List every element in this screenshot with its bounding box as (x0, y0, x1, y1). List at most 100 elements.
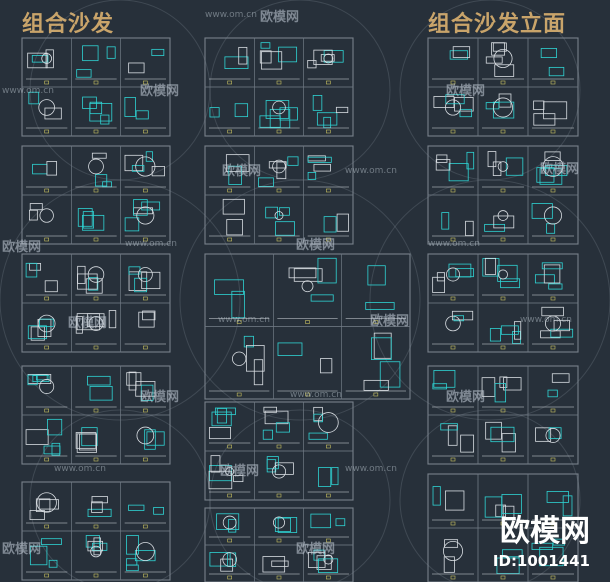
label-tag (236, 392, 242, 397)
table-shape (36, 492, 57, 513)
label-tag (227, 575, 232, 580)
furniture-shape (453, 315, 464, 322)
table-shape (88, 316, 104, 331)
furniture-shape (29, 510, 45, 521)
furniture-shape (131, 165, 145, 172)
furniture-shape (228, 518, 237, 533)
drawing-cell (120, 414, 171, 465)
label-tag (450, 296, 456, 301)
furniture-shape (275, 221, 295, 236)
furniture-shape (87, 508, 112, 517)
label-tag (500, 575, 506, 580)
label-tag (93, 408, 99, 413)
furniture-shape (323, 216, 337, 233)
table-shape (136, 426, 155, 445)
guide-circle (29, 409, 211, 582)
furniture-shape (140, 384, 154, 401)
label-tag (373, 320, 379, 324)
label-tag (326, 575, 331, 580)
furniture-shape (505, 157, 524, 176)
furniture-shape (224, 56, 249, 69)
furniture-shape (91, 496, 108, 504)
furniture-shape (35, 498, 51, 512)
right-sheet-title: 组合沙发立面 (428, 12, 567, 37)
furniture-shape (307, 172, 317, 180)
furniture-shape (432, 383, 447, 390)
table-shape (87, 266, 105, 283)
watermark-logo: 欧模网 (446, 84, 486, 99)
label-tag (305, 392, 310, 397)
furniture-shape (279, 207, 290, 216)
watermark-logo: 欧模网 (296, 542, 336, 557)
furniture-shape (260, 42, 271, 49)
furniture-shape (46, 161, 58, 176)
watermark-logo: 欧模网 (370, 314, 410, 329)
drawing-cell (303, 401, 354, 452)
furniture-shape (259, 115, 281, 128)
furniture-shape (445, 94, 465, 105)
furniture-shape (208, 470, 233, 490)
label-tag (143, 408, 148, 413)
label-tag (227, 80, 232, 85)
furniture-shape (445, 490, 465, 511)
drawing-cell (303, 544, 354, 582)
drawing-cell (21, 365, 72, 416)
furniture-shape (320, 358, 333, 374)
table-shape (274, 211, 284, 220)
label-tag (326, 237, 331, 242)
drawing-cell (341, 326, 411, 400)
furniture-shape (153, 507, 164, 515)
brand-id-label: ID:1001441 (492, 552, 590, 570)
furniture-shape (514, 321, 522, 340)
label-tag (450, 521, 456, 526)
furniture-shape (371, 337, 392, 360)
label-tag (326, 80, 331, 85)
watermark-logo: 欧模网 (68, 316, 108, 331)
furniture-shape (331, 466, 339, 486)
watermark-logo: 欧模网 (2, 542, 42, 557)
furniture-shape (307, 155, 326, 162)
furniture-shape (40, 538, 62, 545)
guide-circle (179, 179, 421, 421)
drawing-cell (477, 365, 529, 416)
furniture-shape (226, 219, 243, 236)
furniture-shape (498, 93, 512, 108)
furniture-shape (320, 54, 335, 62)
furniture-shape (533, 113, 556, 126)
furniture-shape (124, 217, 140, 232)
furniture-shape (144, 429, 156, 450)
furniture-shape (277, 342, 303, 356)
label-tag (93, 457, 99, 462)
furniture-shape (51, 442, 61, 456)
label-tag (500, 237, 506, 242)
furniture-shape (543, 101, 568, 120)
furniture-shape (253, 359, 264, 386)
label-tag (143, 573, 148, 578)
watermark-url: www.om.cn (205, 10, 257, 20)
drawing-cell (120, 86, 171, 137)
table-shape (272, 516, 286, 529)
watermark-logo: 欧模网 (446, 390, 486, 405)
furniture-shape (231, 290, 245, 319)
furniture-shape (293, 268, 323, 282)
guide-circle (369, 179, 610, 421)
furniture-shape (209, 465, 232, 482)
table-shape (498, 269, 508, 280)
furniture-shape (487, 151, 497, 168)
furniture-shape (82, 214, 105, 231)
watermark-url: www.om.cn (345, 166, 397, 176)
drawing-cell (527, 414, 579, 465)
label-tag (93, 573, 99, 578)
label-tag (44, 80, 49, 85)
label-tag (326, 444, 331, 449)
furniture-shape (134, 277, 148, 293)
label-tag (44, 408, 49, 413)
furniture-shape (216, 513, 240, 530)
furniture-shape (443, 556, 455, 573)
furniture-shape (544, 151, 561, 161)
watermark-logo: 欧模网 (220, 464, 260, 479)
drawing-cell (120, 194, 171, 245)
label-tag (44, 129, 49, 134)
furniture-shape (500, 278, 521, 289)
furniture-shape (534, 274, 555, 284)
